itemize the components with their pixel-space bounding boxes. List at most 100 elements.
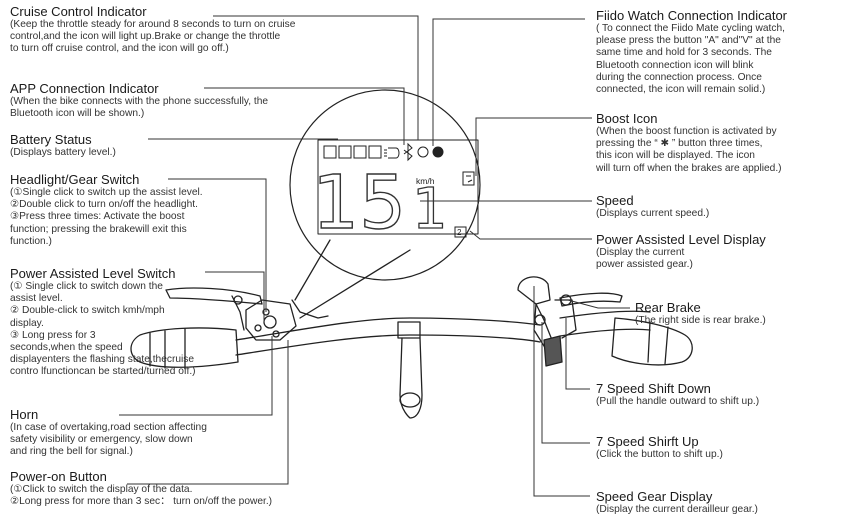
annotation-shift-down: 7 Speed Shift Down (Pull the handle outw… xyxy=(596,381,759,408)
description-line: ( To connect the Fiido Mate cycling watc… xyxy=(596,23,785,34)
description-line: displayenters the flashing state,thecrui… xyxy=(10,354,195,366)
horn-title: Horn xyxy=(10,407,39,422)
description-line: Bluetooth connection icon will blink xyxy=(596,59,754,71)
annotation-boost-icon: Boost Icon (When the boost function is a… xyxy=(596,111,782,175)
cruise-desc: (Keep the throttle steady for around 8 s… xyxy=(10,19,295,56)
description-line: (Displays battery level.) xyxy=(10,147,116,158)
watch-icon xyxy=(432,146,444,158)
description-line: contro lfunctioncan be started/turned of… xyxy=(10,366,196,378)
description-line: (Click the button to shift up.) xyxy=(596,449,723,460)
annotation-gear-display: Speed Gear Display (Display the current … xyxy=(596,489,758,516)
speed-integer: 15 xyxy=(312,160,406,246)
annotation-battery: Battery Status (Displays battery level.) xyxy=(10,132,116,159)
assist-level-value: 2 xyxy=(457,228,462,237)
annotation-speed: Speed (Displays current speed.) xyxy=(596,193,709,220)
description-line: (In case of overtaking,road section affe… xyxy=(10,422,207,433)
description-line: to turn off cruise control, and the icon… xyxy=(10,43,229,55)
description-line: seconds,when the speed xyxy=(10,342,123,354)
bluetooth-icon xyxy=(403,142,413,162)
description-line: (Display the current xyxy=(596,247,685,258)
app-title: APP Connection Indicator xyxy=(10,81,159,96)
annotation-shift-up: 7 Speed Shirft Up (Click the button to s… xyxy=(596,434,723,461)
boost-title: Boost Icon xyxy=(596,111,658,126)
headlight-title: Headlight/Gear Switch xyxy=(10,172,140,187)
description-line: (When the boost function is activated by xyxy=(596,126,777,137)
description-line: (The right side is rear brake.) xyxy=(635,315,766,326)
annotation-app-connection: APP Connection Indicator (When the bike … xyxy=(10,81,268,120)
shift-down-desc: (Pull the handle outward to shift up.) xyxy=(596,396,759,408)
speed-decimal: 1 xyxy=(412,177,448,242)
cruise-title: Cruise Control Indicator xyxy=(10,4,147,19)
description-line: (①Single click to switch up the assist l… xyxy=(10,187,203,198)
shifter-pod xyxy=(517,276,551,305)
description-line: during the connection process. Once xyxy=(596,71,762,83)
description-line: pressing the “ ✱ ” button three times, xyxy=(596,138,763,150)
shift-up-desc: (Click the button to shift up.) xyxy=(596,449,723,461)
left-brake-lever xyxy=(165,287,263,305)
description-line: (When the bike connects with the phone s… xyxy=(10,96,269,107)
battery-icon xyxy=(323,145,382,159)
description-line: ②Double click to turn on/off the headlig… xyxy=(10,199,198,211)
watch-title: Fiido Watch Connection Indicator xyxy=(596,8,788,23)
description-line: safety visibility or emergency, slow dow… xyxy=(10,434,193,446)
speed-unit: km/h xyxy=(416,176,435,186)
horn-desc: (In case of overtaking,road section affe… xyxy=(10,422,207,459)
gear-display-title: Speed Gear Display xyxy=(596,489,713,504)
description-line: (① Single click to switch down the xyxy=(10,281,163,292)
cruise-icon xyxy=(417,146,429,158)
rear-brake-title: Rear Brake xyxy=(635,300,701,315)
description-line: function; pressing the brakewill exit th… xyxy=(10,223,187,235)
handlebar-tube xyxy=(235,317,541,356)
annotation-pal-switch: Power Assisted Level Switch (① Single cl… xyxy=(10,266,196,379)
description-line: control,and the icon will light up.Brake… xyxy=(10,31,281,43)
rear-brake-desc: (The right side is rear brake.) xyxy=(635,315,766,327)
right-brake-lever xyxy=(559,292,623,307)
annotation-power-button: Power-on Button (①Click to switch the di… xyxy=(10,469,272,508)
watch-desc: ( To connect the Fiido Mate cycling watc… xyxy=(596,23,787,96)
description-line: please press the button "A" and"V" at th… xyxy=(596,35,781,47)
lcd-panel xyxy=(317,139,479,235)
annotation-pal-display: Power Assisted Level Display (Display th… xyxy=(596,232,766,271)
description-line: will turn off when the brakes are applie… xyxy=(596,162,782,174)
description-line: (Keep the throttle steady for around 8 s… xyxy=(10,19,296,30)
right-grip xyxy=(611,317,693,366)
gear-display-desc: (Display the current derailleur gear.) xyxy=(596,504,758,516)
description-line: connected, the icon will remain solid.) xyxy=(596,84,766,96)
description-line: (Display the current derailleur gear.) xyxy=(596,504,758,515)
shift-down-title: 7 Speed Shift Down xyxy=(596,381,711,396)
annotation-watch-connection: Fiido Watch Connection Indicator ( To co… xyxy=(596,8,787,96)
speed-title: Speed xyxy=(596,193,634,208)
description-line: ② Double-click to switch kmh/mph xyxy=(10,305,165,317)
assist-level-box xyxy=(454,226,467,238)
battery-title: Battery Status xyxy=(10,132,92,147)
boost-desc: (When the boost function is activated by… xyxy=(596,126,782,175)
description-line: ③Press three times: Activate the boost xyxy=(10,211,185,223)
speed-desc: (Displays current speed.) xyxy=(596,208,709,220)
zoom-circle xyxy=(289,89,481,281)
description-line: ③ Long press for 3 xyxy=(10,329,96,341)
battery-desc: (Displays battery level.) xyxy=(10,147,116,159)
annotation-rear-brake: Rear Brake (The right side is rear brake… xyxy=(635,300,766,327)
annotation-horn: Horn (In case of overtaking,road section… xyxy=(10,407,207,459)
description-line: (Pull the handle outward to shift up.) xyxy=(596,396,760,407)
headlight-desc: (①Single click to switch up the assist l… xyxy=(10,187,203,248)
left-grip xyxy=(130,327,239,368)
description-line: (Displays current speed.) xyxy=(596,208,710,219)
pal-switch-title: Power Assisted Level Switch xyxy=(10,266,176,281)
description-line: function.) xyxy=(10,235,52,247)
description-line: display. xyxy=(10,317,44,329)
shift-up-title: 7 Speed Shirft Up xyxy=(596,434,699,449)
annotation-cruise-control: Cruise Control Indicator (Keep the throt… xyxy=(10,4,295,56)
headlight-icon xyxy=(384,147,400,159)
app-desc: (When the bike connects with the phone s… xyxy=(10,96,268,120)
description-line: ②Long press for more than 3 sec： turn on… xyxy=(10,496,273,508)
description-line: Bluetooth icon will be shown.) xyxy=(10,108,145,120)
description-line: and ring the bell for signal.) xyxy=(10,446,133,458)
gear-window xyxy=(543,335,563,367)
description-line: assist level. xyxy=(10,293,63,305)
pal-display-title: Power Assisted Level Display xyxy=(596,232,766,247)
